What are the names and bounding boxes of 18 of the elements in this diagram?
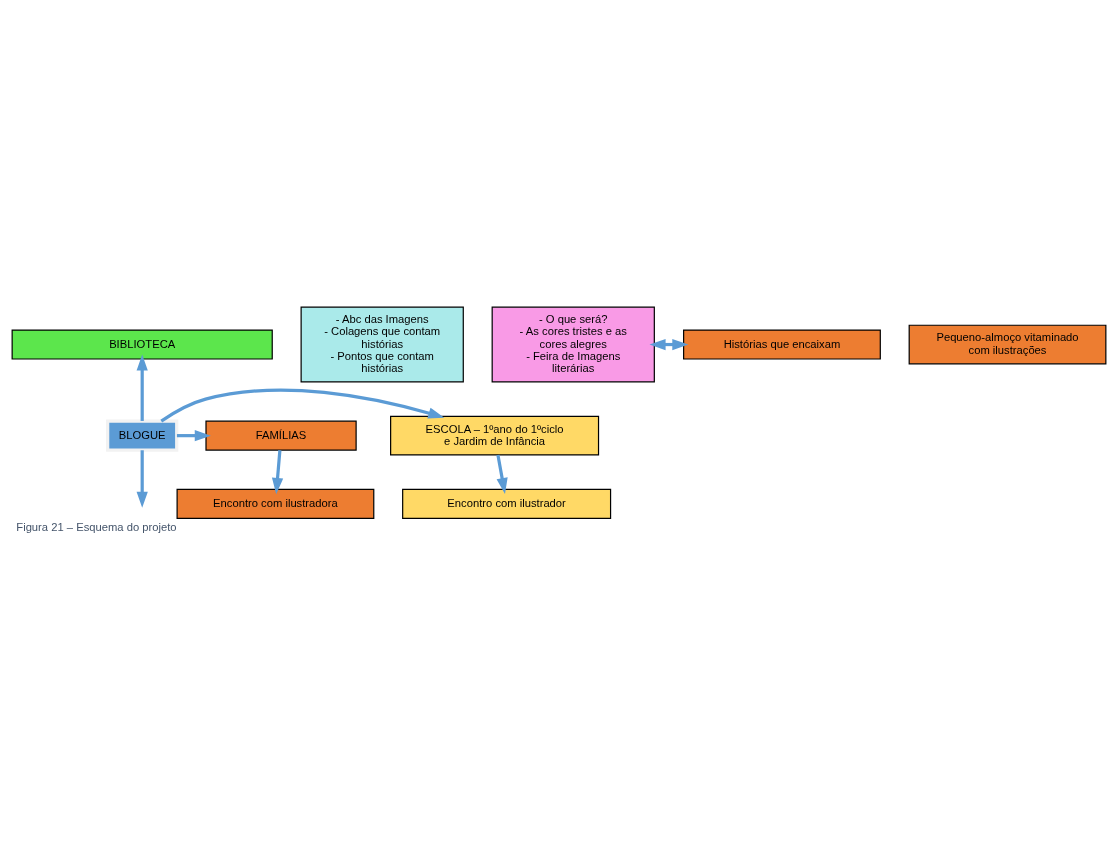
- node-box: Histórias que encaixam: [683, 329, 881, 360]
- arrow: [136, 450, 148, 508]
- arrow: [160, 388, 445, 423]
- node-box: - O que será? - As cores tristes e as cores alegres - Feira de Imagens literárias: [491, 306, 655, 383]
- caption: Figura 21 – Esquema do projeto: [16, 520, 177, 533]
- node-box: Encontro com ilustrador: [402, 488, 612, 519]
- node-box: Encontro com ilustradora: [176, 488, 375, 519]
- arrow: [496, 454, 508, 495]
- node-box: BLOGUE: [106, 419, 179, 452]
- node-box: Pequeno-almoço vitaminado com ilustrações: [908, 324, 1107, 365]
- arrow: [271, 450, 284, 495]
- node-box: ESCOLA – 1ºano do 1ºciclo e Jardim de Infância: [390, 415, 600, 456]
- node-box: FAMÍLIAS: [205, 420, 357, 451]
- arrow: [649, 338, 689, 351]
- arrow: [176, 430, 211, 442]
- arrow: [136, 354, 148, 421]
- node-box: BIBLIOTECA: [11, 329, 273, 360]
- node-box: - Abc das Imagens - Colagens que contam histórias - Pontos que contam histórias: [300, 306, 464, 383]
